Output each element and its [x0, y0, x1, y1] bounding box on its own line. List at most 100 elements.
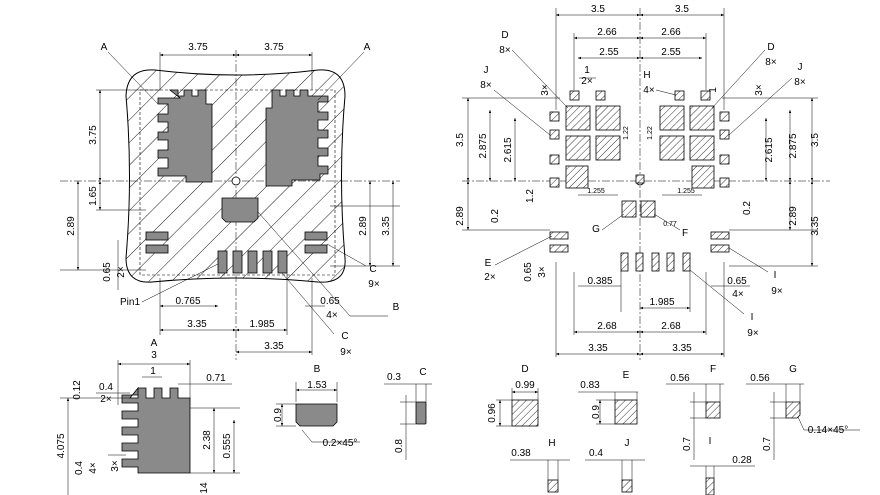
dim-r-inner-2: 1.22 [647, 126, 654, 140]
svg-text:8×: 8× [499, 45, 511, 56]
pads-side-right [304, 231, 328, 254]
svg-text:9×: 9× [771, 286, 783, 297]
dim-r-left-2: 2.875 [478, 133, 489, 158]
dim-r-right-5: 2.89 [788, 206, 799, 226]
svg-text:0.555: 0.555 [222, 433, 233, 458]
dim-r-inner-3: 1.255 [587, 188, 605, 195]
detail-h-pad [547, 479, 559, 493]
dim-r-top-3: 2.66 [597, 27, 617, 38]
svg-text:0.71: 0.71 [206, 373, 226, 384]
pads-side-left [145, 231, 169, 254]
dim-r-left-1: 3.5 [455, 133, 466, 147]
dim-r-right-3: 2.615 [764, 137, 775, 162]
svg-text:F: F [710, 364, 716, 375]
detail-a-title: A [151, 338, 158, 349]
detail-g: G 0.56 0.7 0.14×45° [746, 364, 860, 460]
svg-text:J: J [625, 438, 630, 449]
svg-text:1.53: 1.53 [307, 380, 327, 391]
dim-top-1: 3.75 [188, 42, 208, 53]
pad-a-right [265, 89, 329, 187]
callout-b: B [393, 302, 400, 313]
svg-text:0.7: 0.7 [762, 437, 773, 451]
dim-r-left-8: 3× [537, 266, 548, 278]
callout-r-i-bottom: I [751, 312, 754, 323]
dim-r-top-6: 2.55 [661, 47, 681, 58]
callout-c-top: C [369, 264, 376, 275]
callout-c-bottom-count: 9× [340, 347, 352, 358]
svg-text:14: 14 [199, 482, 210, 494]
svg-text:B: B [314, 364, 321, 375]
dim-r-bottom-4: 4× [732, 289, 744, 300]
detail-j-pad [621, 479, 633, 493]
pads-e [549, 231, 730, 253]
callout-r-d-right: D [767, 42, 774, 53]
dim-r-top-4: 2.66 [661, 27, 681, 38]
pad-g [621, 200, 637, 218]
dim-left-3: 2.89 [66, 216, 77, 236]
detail-c-pad [415, 401, 427, 425]
dim-bottom-2: 0.65 [320, 296, 340, 307]
svg-text:0.83: 0.83 [580, 380, 600, 391]
pads-small [549, 90, 730, 188]
dim-r-bottom-5: 2.68 [597, 321, 617, 332]
dim-left-2: 1.65 [88, 186, 99, 206]
dim-r-right-6: 3.35 [810, 216, 821, 236]
dim-bottom-3: 4× [326, 310, 338, 321]
svg-text:0.28: 0.28 [732, 455, 752, 466]
svg-text:0.4: 0.4 [99, 382, 113, 393]
svg-text:8×: 8× [765, 57, 777, 68]
dim-r-left-5: 0.2 [490, 209, 501, 223]
callout-r-h: H [643, 70, 650, 81]
dim-r-top-7: 1 [584, 65, 590, 76]
callout-r-g: G [592, 224, 600, 235]
detail-b-pad [295, 403, 338, 427]
svg-text:0.56: 0.56 [750, 373, 770, 384]
pad-f [640, 200, 656, 218]
pads-d-right [659, 105, 715, 189]
detail-i-pad [705, 477, 715, 495]
dim-r-top-8: 2× [581, 76, 593, 87]
svg-text:0.4: 0.4 [589, 448, 603, 459]
pads-d-left [565, 105, 621, 189]
detail-d: D 0.99 0.96 [487, 364, 539, 427]
dim-r-top-1: 3.5 [591, 4, 605, 15]
svg-text:D: D [521, 364, 528, 375]
dim-right-1: 2.89 [358, 216, 369, 236]
svg-text:0.7: 0.7 [682, 437, 693, 451]
dim-r-left-7: 0.65 [523, 262, 534, 282]
svg-text:0.8: 0.8 [394, 439, 405, 453]
detail-d-pad [511, 399, 539, 427]
dim-right-2: 3.35 [381, 216, 392, 236]
detail-j: J 0.4 [585, 438, 645, 493]
svg-text:8×: 8× [480, 80, 492, 91]
dim-r-bottom-8: 3.35 [672, 343, 692, 354]
detail-f-pad [705, 401, 721, 419]
svg-text:0.99: 0.99 [515, 380, 535, 391]
svg-text:0.4: 0.4 [74, 461, 85, 475]
svg-text:9×: 9× [747, 328, 759, 339]
dim-r-top-9: 1 [708, 87, 719, 93]
dim-r-inner-1: 1.22 [623, 126, 630, 140]
callout-r-i-top: I [774, 270, 777, 281]
svg-text:0.12: 0.12 [72, 380, 83, 400]
callout-r-j-left: J [484, 65, 489, 76]
detail-a-pad [121, 386, 191, 474]
left-top-view: 3.75 3.75 3.75 1.65 2.89 0.65 2× 2.89 3.… [60, 42, 400, 360]
svg-text:3: 3 [151, 350, 157, 361]
svg-text:E: E [623, 370, 630, 381]
detail-f: F 0.56 0.7 [666, 364, 724, 460]
pad-b [221, 197, 259, 223]
callout-r-d-left: D [501, 30, 508, 41]
dim-r-right-1: 3.5 [810, 133, 821, 147]
detail-b: B 1.53 0.9 0.2×45° [273, 364, 360, 449]
callout-c-bottom: C [341, 331, 348, 342]
dim-bottom-6: 3.35 [264, 341, 284, 352]
svg-text:0.56: 0.56 [670, 373, 690, 384]
svg-text:3×: 3× [540, 84, 551, 96]
pad-a-left [157, 89, 213, 183]
svg-text:0.9: 0.9 [591, 405, 602, 419]
dim-r-left-4: 1.2 [525, 189, 536, 203]
dim-left-4: 0.65 [102, 262, 113, 282]
dim-r-right-2: 2.875 [788, 133, 799, 158]
